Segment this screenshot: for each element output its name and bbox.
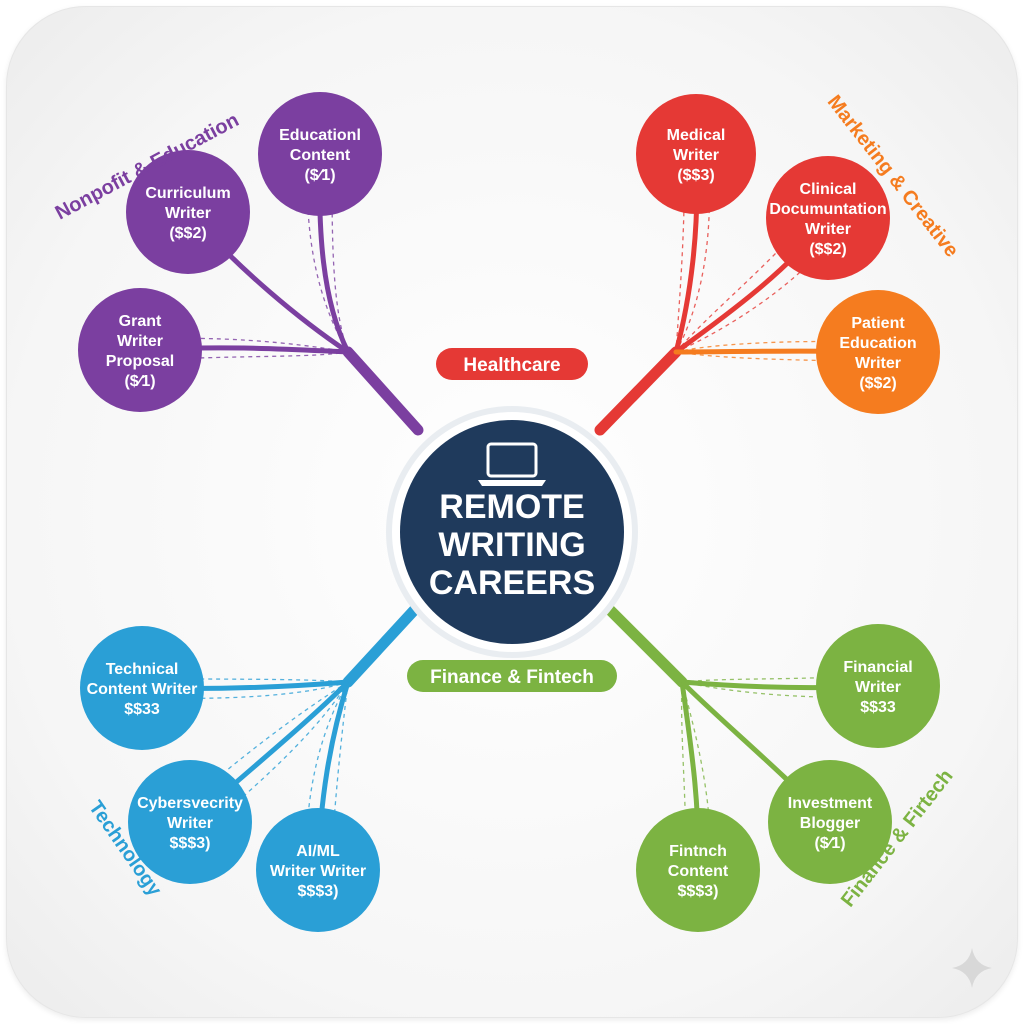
node-circle xyxy=(636,94,756,214)
node-label-line: Curriculum xyxy=(145,185,230,202)
node-label-line: Proposal xyxy=(106,353,174,370)
node-circle xyxy=(256,808,380,932)
node-label-line: ($⁄1) xyxy=(814,835,845,852)
center-circle xyxy=(400,420,624,644)
trunk-connector xyxy=(342,600,424,688)
node-label-line: $$$3) xyxy=(298,883,339,900)
node-circle xyxy=(768,760,892,884)
pill-label: Healthcare xyxy=(463,355,560,376)
trunk-connector xyxy=(600,600,688,688)
node-label-line: $$33 xyxy=(124,701,160,718)
node-label-line: Grant xyxy=(119,313,162,330)
center-title-line: WRITING xyxy=(438,526,585,564)
node-circle xyxy=(126,150,250,274)
node-label-line: Writer xyxy=(805,221,851,238)
dashed-connector xyxy=(329,681,349,881)
node-label-line: ($$2) xyxy=(169,225,206,242)
node-label-line: Fintnch xyxy=(669,843,727,860)
node-label-line: Technical xyxy=(106,661,179,678)
pill-background xyxy=(407,660,617,692)
node-circle xyxy=(816,290,940,414)
node-layer: EducationlContent($⁄1)CurriculumWriter($… xyxy=(78,92,940,932)
node-label-line: Content xyxy=(668,863,729,880)
node-label-line: Content xyxy=(290,147,351,164)
node-label-line: Investment xyxy=(788,795,873,812)
node-aiml-writer[interactable]: AI/ML Writer Writer $$$3) xyxy=(256,808,380,932)
node-label-line: Financial xyxy=(843,659,912,676)
node-label-line: AI/ML xyxy=(296,843,340,860)
node-circle xyxy=(766,156,890,280)
node-label-line: Writer xyxy=(673,147,719,164)
dashed-connector xyxy=(675,143,686,353)
node-label-line: Clinical xyxy=(800,181,857,198)
center-title-line: REMOTE xyxy=(439,488,584,526)
pill-label: Finance & Fintech xyxy=(430,667,594,688)
node-label-line: $$$3) xyxy=(678,883,719,900)
center-title-line: CAREERS xyxy=(429,564,595,602)
node-label-line: Writer xyxy=(165,205,211,222)
dashed-connector xyxy=(681,681,712,881)
node-label-line: $$33 xyxy=(860,699,896,716)
node-label-line: ($$3) xyxy=(677,167,714,184)
laptop-icon xyxy=(478,442,546,486)
node-label-line: Cybersvecrity xyxy=(137,795,243,812)
node-label-line: Blogger xyxy=(800,815,860,832)
trunk-connector xyxy=(342,346,424,436)
node-label-line: Educationl xyxy=(279,127,361,144)
node-label-line: Documuntation xyxy=(769,201,886,218)
pill-healthcare: Healthcare xyxy=(436,348,588,380)
node-label-line: Writer xyxy=(167,815,213,832)
sparkle-icon xyxy=(952,948,992,988)
pill-finance: Finance & Fintech xyxy=(407,660,617,692)
dashed-connector xyxy=(681,681,891,698)
node-label-line: Writer xyxy=(855,355,901,372)
pill-background xyxy=(436,348,588,380)
trunk-connector xyxy=(594,346,682,436)
node-label-line: Medical xyxy=(667,127,726,144)
node-circle xyxy=(78,288,202,412)
node-circle xyxy=(816,624,940,748)
node-label-line: ($⁄1) xyxy=(304,167,335,184)
node-circle xyxy=(128,760,252,884)
node-circle xyxy=(636,808,760,932)
node-label-line: ($⁄1) xyxy=(124,373,155,390)
node-label-line: ($$2) xyxy=(859,375,896,392)
node-label-line: ($$2) xyxy=(809,241,846,258)
node-label-line: Content Writer xyxy=(87,681,198,698)
node-label-line: Writer xyxy=(117,333,163,350)
node-label-line: Education xyxy=(839,335,916,352)
dashed-connector xyxy=(127,337,349,353)
dashed-connector xyxy=(675,163,711,353)
node-label-line: Writer Writer xyxy=(270,863,366,880)
node-label-line: Patient xyxy=(851,315,905,332)
node-circle xyxy=(258,92,382,216)
node-label-line: $$$3) xyxy=(170,835,211,852)
node-circle xyxy=(80,626,204,750)
node-label-line: Writer xyxy=(855,679,901,696)
